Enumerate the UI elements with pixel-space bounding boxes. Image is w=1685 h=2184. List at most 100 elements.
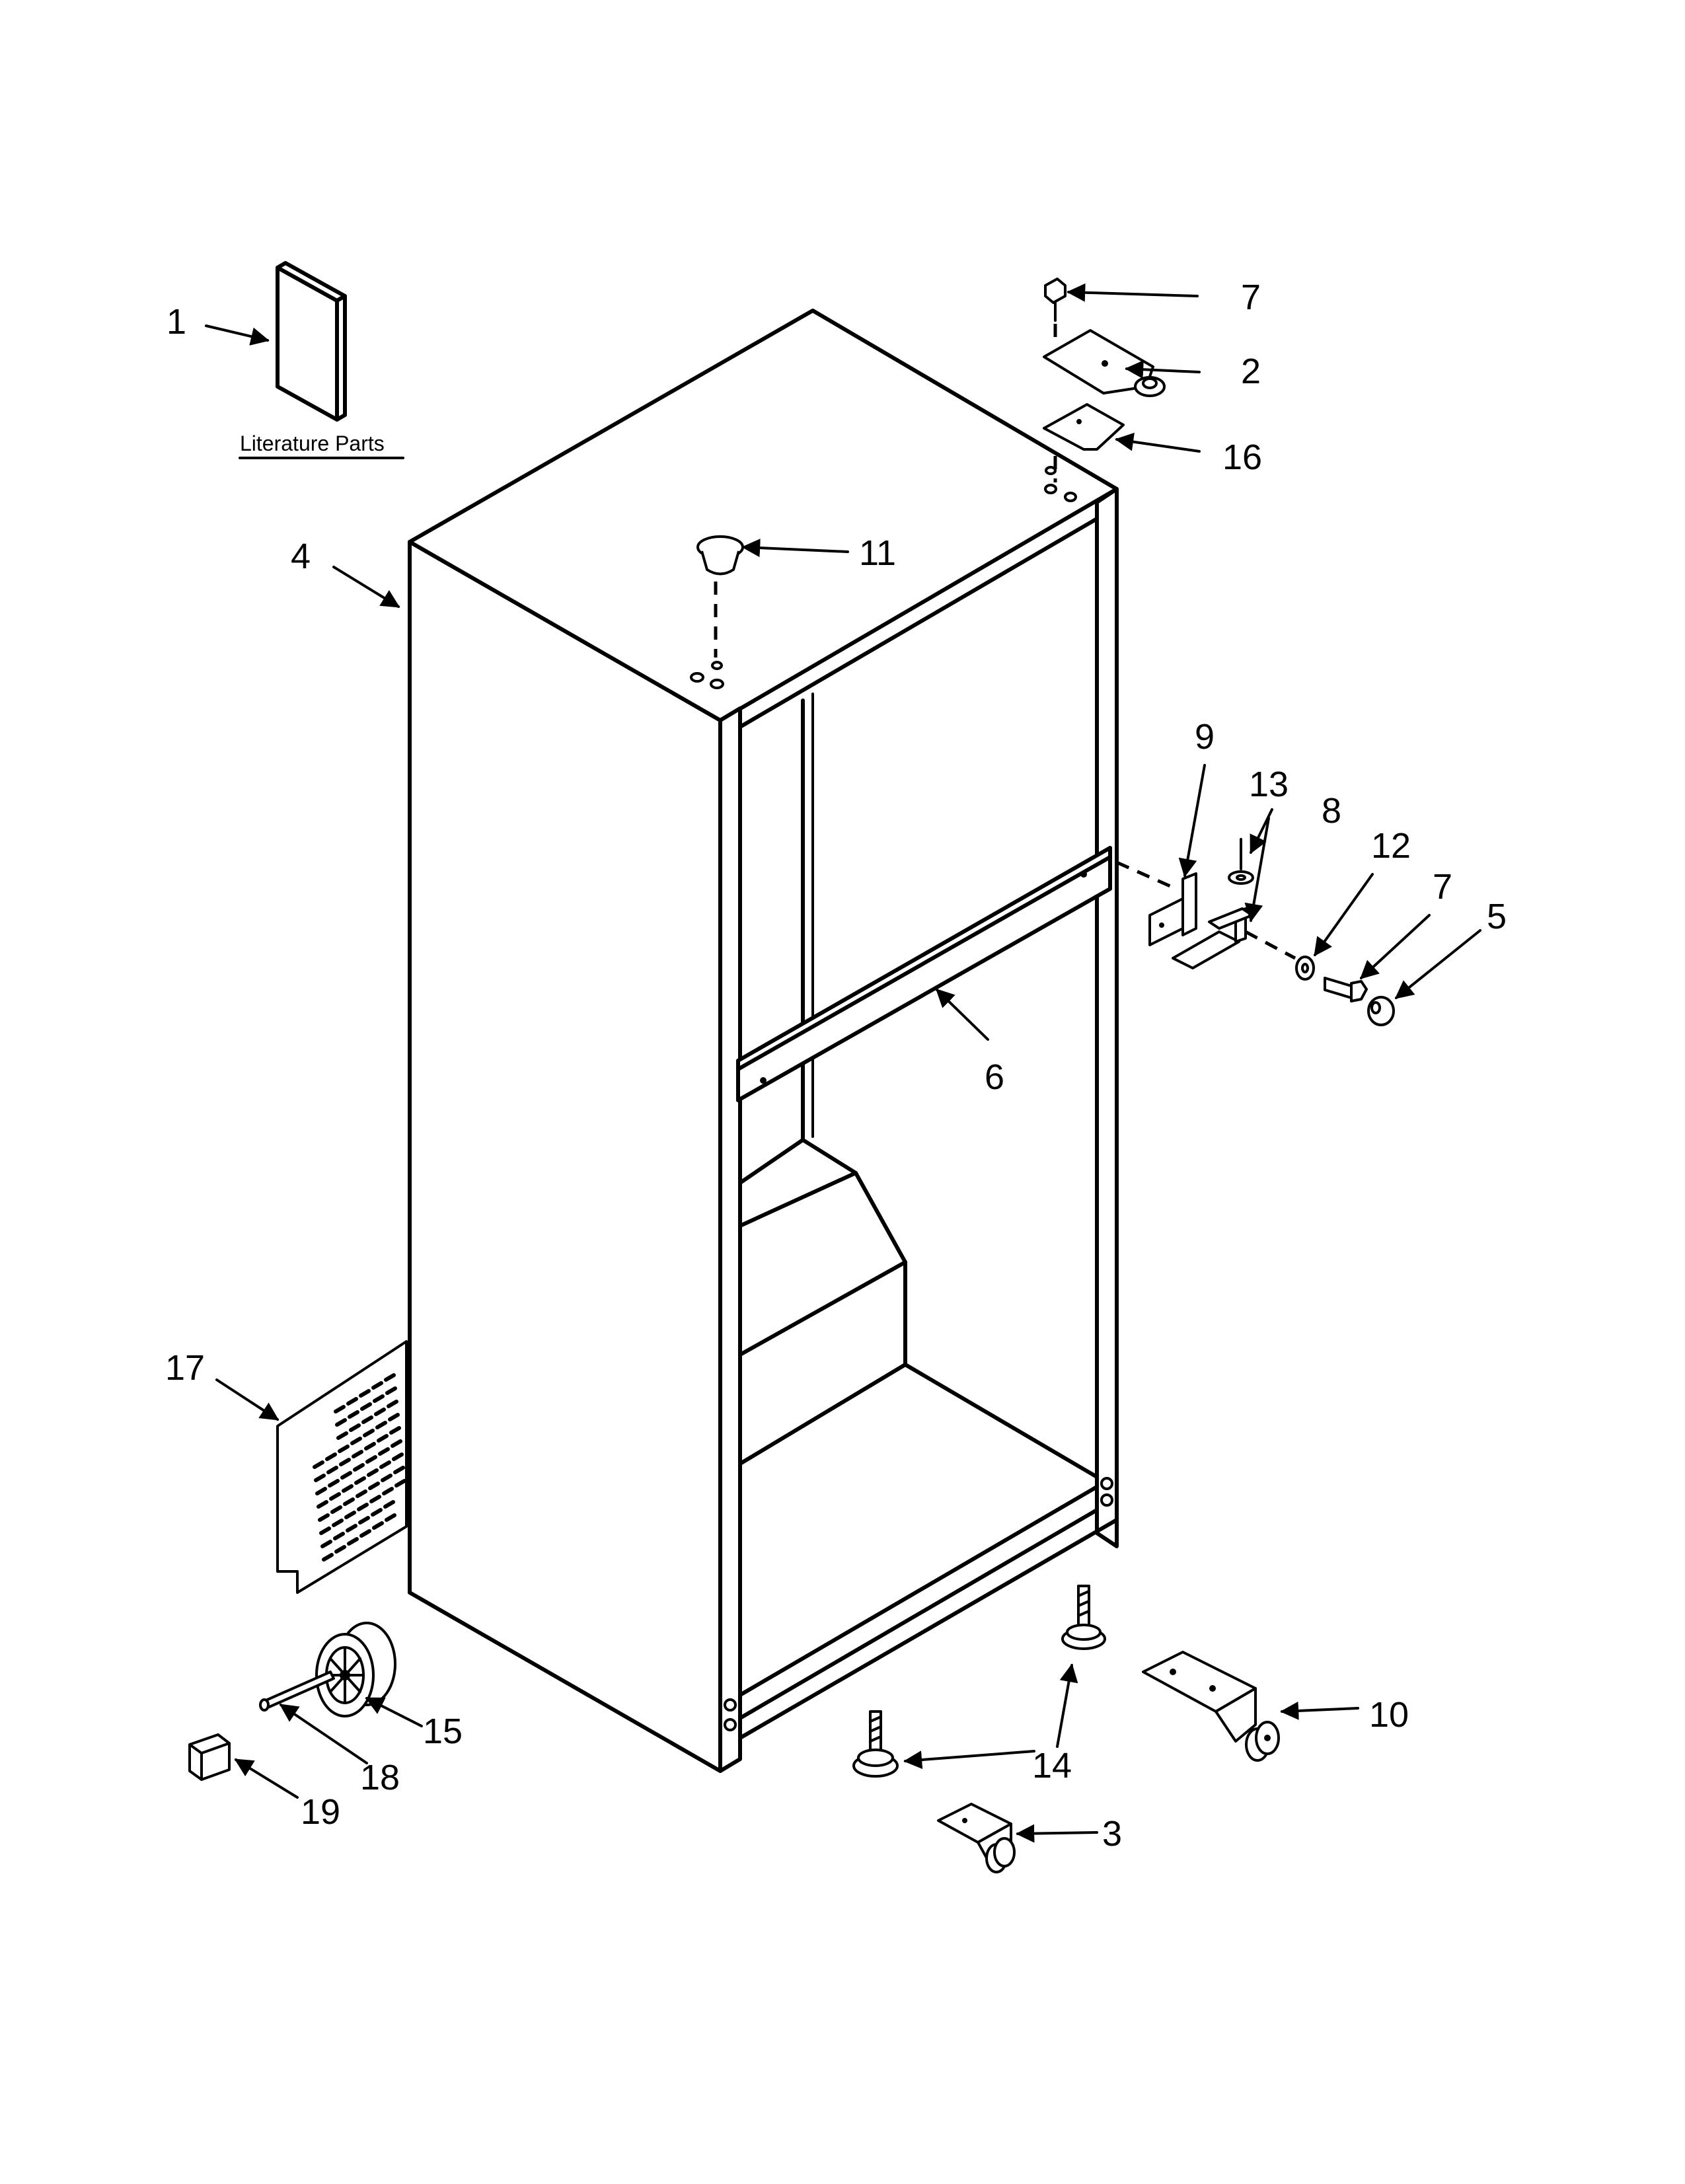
grille-slot bbox=[368, 1482, 380, 1490]
callout-3: 3 bbox=[1102, 1814, 1122, 1854]
grille-slot bbox=[354, 1476, 366, 1485]
callout-16: 16 bbox=[1222, 437, 1262, 477]
grille-slot bbox=[378, 1447, 390, 1456]
grille-slot bbox=[353, 1463, 365, 1472]
grille-slot bbox=[373, 1394, 385, 1403]
grille-slot bbox=[330, 1505, 342, 1514]
grille-slot bbox=[377, 1434, 389, 1443]
callout-7-middle: 7 bbox=[1433, 867, 1452, 907]
grille-slot bbox=[387, 1400, 398, 1408]
callout-13: 13 bbox=[1249, 765, 1289, 804]
grille-slot bbox=[335, 1418, 347, 1427]
grille-slot bbox=[326, 1466, 338, 1474]
grille-slot bbox=[317, 1500, 328, 1509]
callout-11: 11 bbox=[859, 533, 896, 573]
rear-roller-assembly bbox=[1142, 1651, 1280, 1762]
grille-slot bbox=[360, 1402, 372, 1411]
grille-slot bbox=[343, 1497, 355, 1506]
grille-slot bbox=[319, 1526, 331, 1535]
grille-slot bbox=[374, 1408, 386, 1416]
plug-button bbox=[696, 535, 744, 658]
callout-6: 6 bbox=[985, 1057, 1004, 1097]
callout-arrows bbox=[205, 283, 1481, 1843]
literature-parts-label: Literature Parts bbox=[240, 432, 385, 455]
grille-slot bbox=[371, 1508, 383, 1517]
grille-slot bbox=[318, 1513, 330, 1522]
grille-slot bbox=[332, 1519, 344, 1527]
callout-14: 14 bbox=[1032, 1746, 1072, 1786]
grille-slot bbox=[320, 1540, 332, 1548]
cabinet bbox=[408, 309, 1119, 1773]
grille-slot bbox=[346, 1397, 358, 1406]
grille-slot bbox=[369, 1495, 381, 1503]
callout-7-top: 7 bbox=[1241, 278, 1261, 317]
grille-slot bbox=[394, 1479, 406, 1487]
grille-slot bbox=[388, 1413, 400, 1421]
grille-slot bbox=[361, 1415, 373, 1424]
middle-hinge-assembly bbox=[1148, 838, 1395, 1026]
grille-slot bbox=[338, 1445, 350, 1453]
grille-slot bbox=[322, 1553, 334, 1562]
grille-slot bbox=[342, 1484, 354, 1493]
grille-slot bbox=[313, 1460, 324, 1469]
callout-5: 5 bbox=[1487, 897, 1507, 936]
grille-slot bbox=[325, 1452, 337, 1461]
grille-slot bbox=[365, 1455, 377, 1464]
top-hinge bbox=[1043, 278, 1166, 482]
callout-9: 9 bbox=[1195, 717, 1215, 757]
grille-slot bbox=[392, 1452, 404, 1461]
grille-slot bbox=[383, 1500, 395, 1509]
leveling-leg-left bbox=[852, 1710, 899, 1778]
grille-slot bbox=[315, 1487, 327, 1495]
grille-slot bbox=[339, 1458, 351, 1466]
callout-15: 15 bbox=[423, 1712, 463, 1751]
divider-bar bbox=[736, 846, 1178, 1102]
grille-slot bbox=[352, 1450, 363, 1458]
grille-slot bbox=[372, 1521, 384, 1530]
grille-slot bbox=[359, 1529, 371, 1538]
grille-slot bbox=[347, 1537, 359, 1546]
grille-slot bbox=[336, 1431, 348, 1440]
callout-2: 2 bbox=[1241, 352, 1261, 391]
grille-slot bbox=[371, 1381, 383, 1390]
grille-slot bbox=[334, 1545, 346, 1554]
grille-slot bbox=[333, 1532, 345, 1540]
grille-slot bbox=[344, 1511, 356, 1519]
callout-12: 12 bbox=[1371, 826, 1411, 866]
front-caster bbox=[937, 1803, 1016, 1873]
grille-slot bbox=[346, 1524, 357, 1532]
grille-slot bbox=[385, 1386, 397, 1395]
grille-slot bbox=[340, 1471, 352, 1480]
grille-slot bbox=[334, 1405, 346, 1413]
callout-19: 19 bbox=[301, 1792, 340, 1832]
grille-slot bbox=[381, 1474, 393, 1482]
toe-grille bbox=[276, 1340, 408, 1594]
grille-slot bbox=[389, 1426, 401, 1435]
literature-booklet-icon bbox=[276, 261, 347, 422]
grille-slot bbox=[348, 1410, 359, 1419]
grille-slot bbox=[356, 1489, 367, 1498]
callout-labels: 1 2 3 4 5 6 7 7 8 9 10 11 12 13 14 15 16… bbox=[165, 278, 1507, 1854]
leveling-leg-right bbox=[1061, 1585, 1106, 1650]
grille-slot bbox=[391, 1439, 402, 1448]
front-roller bbox=[315, 1622, 396, 1717]
callout-10: 10 bbox=[1369, 1695, 1409, 1735]
callout-17: 17 bbox=[165, 1348, 205, 1388]
roller-cap bbox=[188, 1733, 231, 1781]
grille-slot bbox=[349, 1423, 361, 1432]
grille-slot bbox=[375, 1421, 387, 1429]
grille-slot bbox=[350, 1437, 362, 1445]
grille-slot bbox=[385, 1513, 396, 1522]
grille-slot bbox=[328, 1479, 340, 1487]
callout-4: 4 bbox=[291, 537, 311, 576]
grille-slot bbox=[357, 1503, 369, 1511]
grille-slot bbox=[358, 1516, 370, 1525]
grille-slot bbox=[363, 1429, 375, 1437]
callout-1: 1 bbox=[167, 302, 186, 342]
grille-slot bbox=[379, 1460, 391, 1469]
grille-slot bbox=[367, 1468, 379, 1477]
grille-slot bbox=[393, 1466, 405, 1474]
grille-slot bbox=[359, 1389, 371, 1398]
grille-slot bbox=[364, 1442, 376, 1450]
